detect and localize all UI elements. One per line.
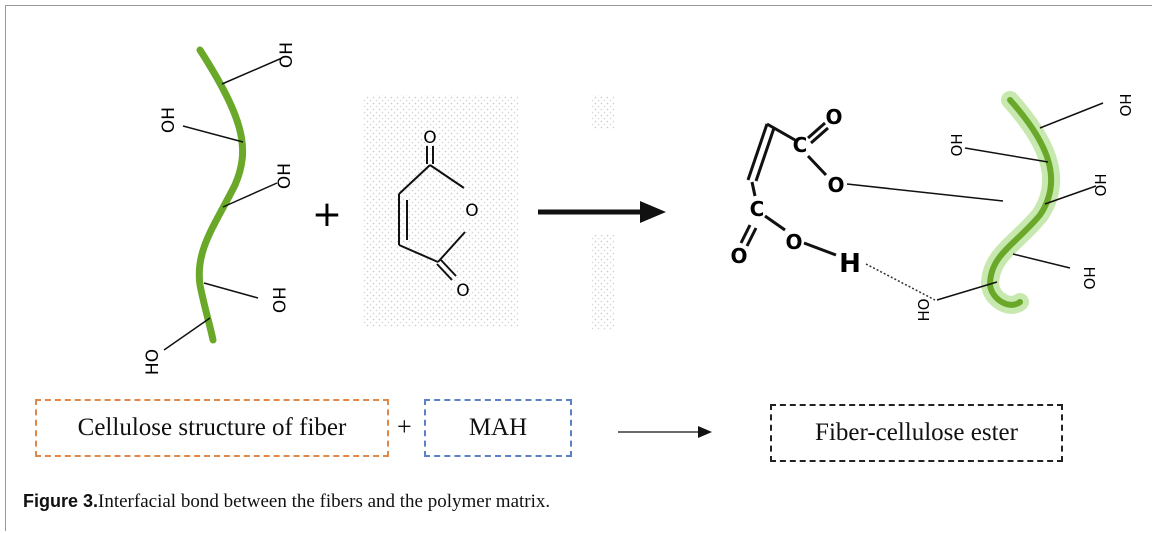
carbon-label: C bbox=[793, 133, 808, 157]
fiber-bond bbox=[163, 317, 211, 351]
reaction-scheme: OH OH OH HO HO + O O O bbox=[143, 42, 1134, 375]
fiber-bond bbox=[182, 125, 244, 143]
label-arrow-layer bbox=[618, 426, 712, 438]
oxygen-label: O bbox=[465, 201, 478, 221]
hydroxyl-label: HO bbox=[268, 287, 288, 313]
cellulose-fiber-structure: OH OH OH HO HO bbox=[143, 42, 297, 375]
hydroxyl-label: OH bbox=[159, 107, 179, 133]
oxygen-label: O bbox=[730, 244, 747, 268]
reaction-arrow bbox=[538, 201, 666, 223]
hydroxyl-label: OH bbox=[277, 42, 297, 68]
stipple-background bbox=[362, 95, 518, 327]
hydroxyl-label: OH bbox=[275, 163, 295, 189]
stipple-background bbox=[592, 95, 614, 130]
carbon-label: C bbox=[750, 197, 765, 221]
cellulose-fiber-strand bbox=[195, 46, 247, 344]
reaction-plus: + bbox=[312, 194, 342, 235]
figure-frame bbox=[5, 5, 1152, 531]
hydrogen-label: H bbox=[839, 249, 861, 279]
ester-fiber-glow bbox=[980, 91, 1061, 314]
hydroxyl-label: OH bbox=[1092, 173, 1110, 196]
hydroxyl-label: OH bbox=[948, 133, 966, 156]
caption-text: Interfacial bond between the fibers and … bbox=[98, 491, 551, 512]
hydroxyl-label: HO bbox=[143, 349, 163, 375]
oxygen-label: O bbox=[423, 128, 436, 148]
figure-caption: Figure 3.Interfacial bond between the fi… bbox=[23, 491, 550, 513]
hydroxyl-label: HO bbox=[1080, 266, 1098, 289]
cellulose-label-box: Cellulose structure of fiber bbox=[35, 399, 389, 457]
label-plus: + bbox=[397, 412, 412, 441]
fiber-bond bbox=[221, 57, 283, 85]
oxygen-label: O bbox=[456, 281, 469, 301]
cellulose-label: Cellulose structure of fiber bbox=[77, 414, 347, 441]
stipple-background bbox=[592, 235, 614, 330]
maleic-anhydride-structure: O O O bbox=[362, 95, 614, 330]
ester-fiber-strand bbox=[986, 97, 1055, 308]
frame-tick bbox=[5, 5, 6, 13]
mah-label: MAH bbox=[468, 414, 528, 441]
fiber-bond bbox=[222, 182, 278, 208]
figure-number: Figure 3. bbox=[23, 491, 99, 511]
ester-label-box: Fiber-cellulose ester bbox=[770, 404, 1063, 462]
oxygen-label: O bbox=[827, 173, 844, 197]
oxygen-label: O bbox=[825, 105, 842, 129]
hydrogen-bond bbox=[865, 263, 936, 301]
fiber-cellulose-ester-structure: C O O C O O H HO OH OH HO HO bbox=[730, 91, 1134, 322]
mah-label-box: MAH bbox=[424, 399, 572, 457]
fiber-bond bbox=[203, 282, 259, 299]
hydroxyl-label: HO bbox=[1116, 93, 1134, 116]
oxygen-label: O bbox=[785, 230, 802, 254]
ester-label: Fiber-cellulose ester bbox=[815, 419, 1018, 446]
hydroxyl-label: HO bbox=[915, 298, 933, 321]
